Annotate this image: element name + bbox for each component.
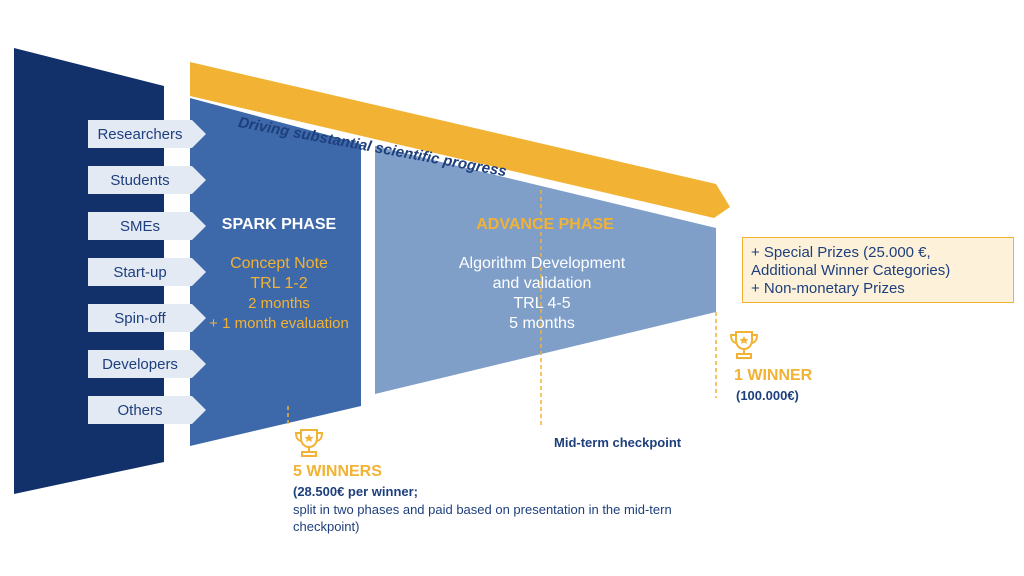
participant-researchers: Researchers bbox=[97, 125, 183, 143]
final-winner-amount: (100.000€) bbox=[736, 388, 799, 403]
spark-evaluation: + 1 month evaluation bbox=[209, 315, 349, 332]
participant-tag-shape bbox=[88, 350, 206, 378]
spark-winners-title: 5 WINNERS bbox=[293, 463, 382, 480]
advance-duration: 5 months bbox=[509, 315, 575, 332]
special-prizes-line: + Special Prizes (25.000 €, bbox=[751, 244, 931, 261]
advance-phase-details: Algorithm Development and validation TRL… bbox=[422, 254, 662, 334]
spark-prize-split: split in two phases and paid based on pr… bbox=[293, 501, 672, 535]
participant-others: Others bbox=[117, 401, 163, 419]
participant-start-up: Start-up bbox=[113, 263, 167, 281]
participant-tag-shape bbox=[88, 212, 206, 240]
participant-developers: Developers bbox=[102, 355, 178, 373]
progress-banner-arrow bbox=[190, 62, 730, 218]
mid-term-checkpoint-label: Mid-term checkpoint bbox=[554, 435, 682, 450]
spark-concept-note: Concept Note bbox=[230, 255, 328, 272]
special-prizes-box: + Special Prizes (25.000 €, Additional W… bbox=[742, 237, 1014, 303]
spark-phase-title: SPARK PHASE bbox=[221, 216, 337, 233]
participant-tag-shape bbox=[88, 258, 206, 286]
participant-tag-shape bbox=[88, 304, 206, 332]
participant-tags bbox=[88, 120, 206, 424]
advance-algorithm: Algorithm Development bbox=[458, 255, 626, 272]
special-prizes-categories: Additional Winner Categories) bbox=[751, 262, 951, 279]
advance-phase-block bbox=[375, 146, 716, 394]
participant-tag-shape bbox=[88, 120, 206, 148]
spark-phase-details: Concept Note TRL 1-2 2 months + 1 month … bbox=[196, 254, 362, 334]
trophy-icon bbox=[294, 429, 324, 457]
spark-phase-block bbox=[190, 98, 361, 446]
spark-prize-split-line: split in two phases and paid based on pr… bbox=[293, 502, 672, 517]
participant-students: Students bbox=[110, 171, 170, 189]
spark-trl: TRL 1-2 bbox=[250, 275, 308, 292]
spark-duration: 2 months bbox=[248, 295, 310, 312]
final-winner-title: 1 WINNER bbox=[734, 367, 813, 384]
participant-smes: SMEs bbox=[119, 217, 160, 235]
spark-prize-split-line: checkpoint) bbox=[293, 519, 360, 534]
trophy-icon bbox=[729, 331, 759, 359]
advance-validation: and validation bbox=[492, 275, 592, 292]
advance-phase-title: ADVANCE PHASE bbox=[476, 216, 614, 233]
advance-trl: TRL 4-5 bbox=[513, 295, 571, 312]
participant-tag-shape bbox=[88, 166, 206, 194]
non-monetary-prizes: + Non-monetary Prizes bbox=[751, 280, 905, 297]
participant-tag-shape bbox=[88, 396, 206, 424]
spark-prize-amount: (28.500€ per winner; bbox=[293, 484, 418, 499]
participant-spin-off: Spin-off bbox=[114, 309, 166, 327]
